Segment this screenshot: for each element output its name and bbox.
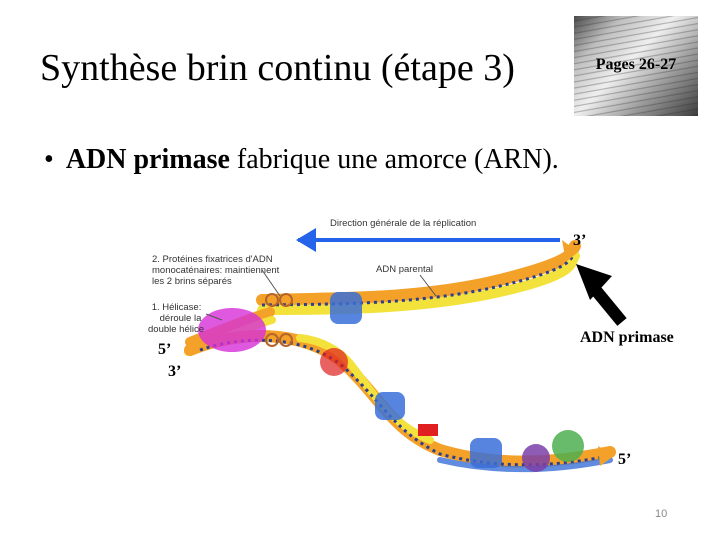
helicase-label-line-1: 1. Hélicase: xyxy=(152,302,202,313)
bullet-text: • ADN primase fabrique une amorce (ARN). xyxy=(44,144,559,176)
book-image: Pages 26-27 xyxy=(574,16,698,116)
primase-pointer-arrow xyxy=(576,264,627,326)
ssb-protein-1 xyxy=(375,392,405,420)
book-page-texture xyxy=(574,16,698,116)
helicase-label-pointer xyxy=(205,313,223,321)
strand-arrowhead-top xyxy=(562,240,578,262)
primer-red-blob xyxy=(320,348,348,376)
protein-label-line-2: monocaténaires: maintiennent xyxy=(152,265,280,276)
end-label-5-left: 5’ xyxy=(158,341,171,358)
bullet-symbol: • xyxy=(44,144,54,175)
parental-label-pointer xyxy=(419,274,437,297)
direction-label: Direction générale de la réplication xyxy=(330,218,476,229)
end-label-5-bottom: 5’ xyxy=(618,451,631,468)
ssb-protein-top xyxy=(330,292,362,324)
primer-red-segment xyxy=(418,424,438,436)
topoisomerase-icons xyxy=(265,293,293,347)
end-label-3-top: 3’ xyxy=(573,232,586,249)
protein-label-pointer xyxy=(261,269,281,297)
strand-arrowhead-bottom xyxy=(598,446,614,466)
helicase-label: 1. Hélicase: déroule la double hélice xyxy=(148,302,204,335)
helicase-protein xyxy=(198,308,266,352)
ssb-protein-2 xyxy=(470,438,502,468)
direction-arrow xyxy=(296,228,560,252)
helicase-label-line-2: déroule la xyxy=(160,313,202,324)
parental-ladder xyxy=(261,250,577,307)
slide-title: Synthèse brin continu (étape 3) xyxy=(40,47,515,89)
green-protein xyxy=(552,430,584,462)
primase-label: ADN primase xyxy=(580,329,674,346)
leading-strand-yellow xyxy=(296,334,434,444)
protein-label-line-3: les 2 brins séparés xyxy=(152,276,232,287)
bullet-bold: ADN primase xyxy=(65,144,230,175)
slide-number: 10 xyxy=(655,508,668,520)
parental-label: ADN parental xyxy=(376,264,433,275)
protein-label: 2. Protéines fixatrices d'ADN monocaténa… xyxy=(152,254,282,287)
protein-label-line-1: 2. Protéines fixatrices d'ADN xyxy=(152,254,273,265)
book-pages-caption: Pages 26-27 xyxy=(595,56,677,73)
helicase-label-line-3: double hélice xyxy=(148,324,204,335)
bullet-rest: fabrique une amorce (ARN). xyxy=(229,144,559,175)
parental-strand-yellow xyxy=(257,251,580,315)
end-label-3-left: 3’ xyxy=(168,363,181,380)
purple-protein xyxy=(522,444,550,472)
